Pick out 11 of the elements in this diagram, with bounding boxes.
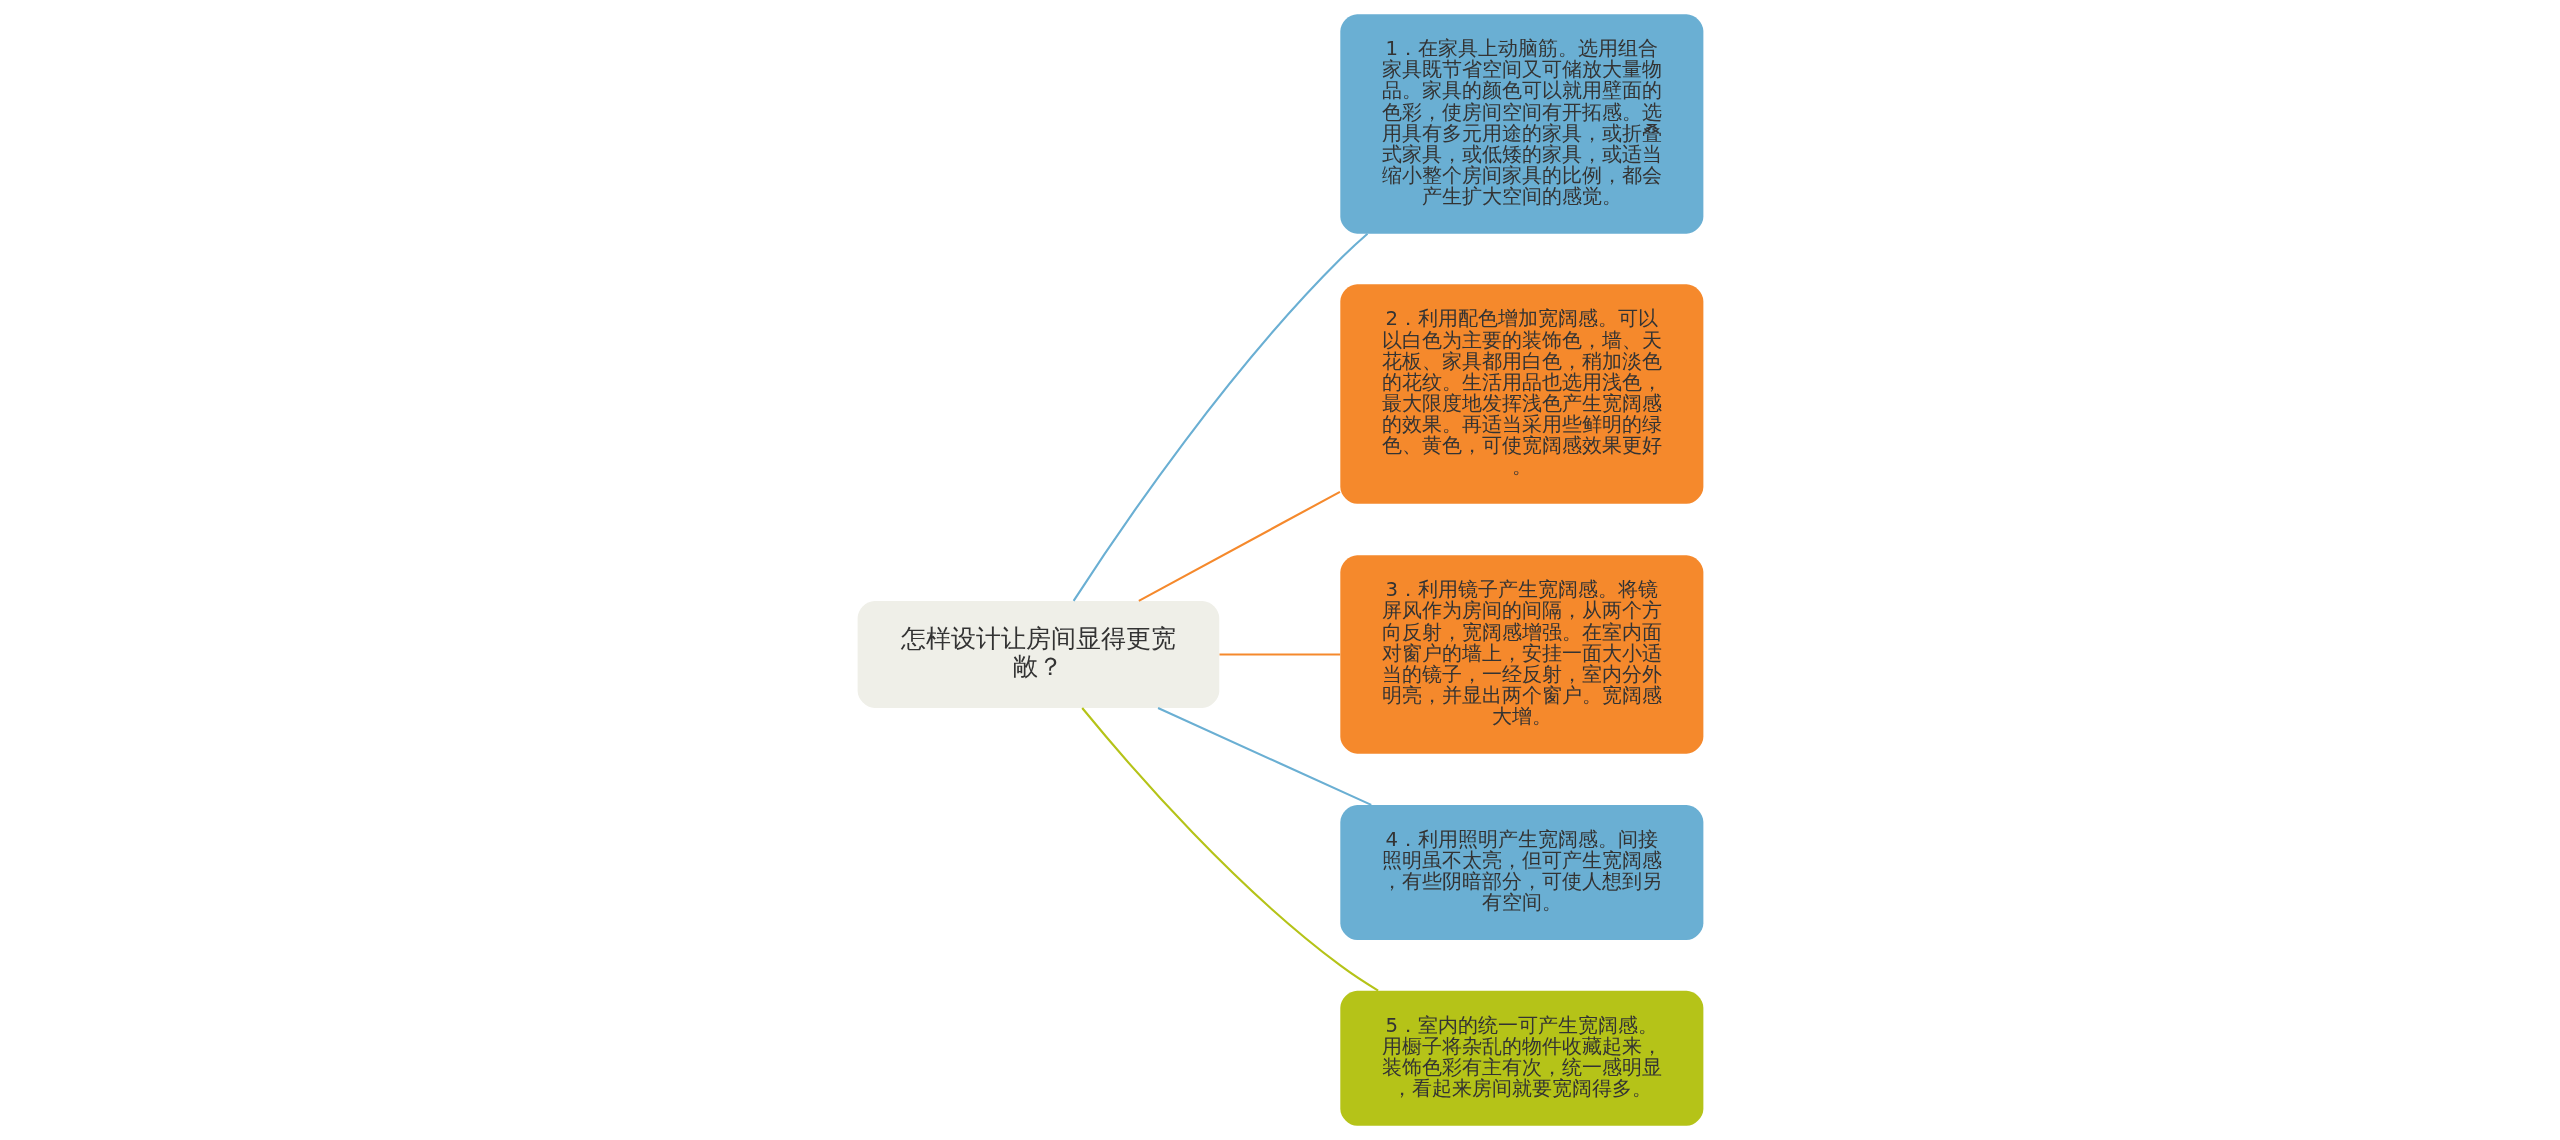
node-box: 2．利用配色增加宽阔感。可以以白色为主要的装饰色，墙、天花板、家具都用白色，稍加淡色的花纹。生活用品也选用浅色，最大限度地发挥浅色产生宽阔感的效果。再适当采用些鲜明的绿色、黄色，可使宽阔感效果更好。: [1339, 284, 1703, 504]
connector: [1137, 490, 1340, 602]
node-box: 怎样设计让房间显得更宽敞？: [857, 600, 1219, 708]
node-box: 1．在家具上动脑筋。选用组合家具既节省空间又可储放大量物品。家具的颜色可以就用壁面的色彩，使房间空间有开拓感。选用具有多元用途的家具，或折叠式家具，或低矮的家具，或适当缩小整个房间家具的比例，都会产生扩大空间的感觉。: [1339, 14, 1703, 234]
node-box: 5．室内的统一可产生宽阔感。用橱子将杂乱的物件收藏起来，装饰色彩有主有次，统一感明显，看起来房间就要宽阔得多。: [1339, 990, 1703, 1126]
connector: [1219, 653, 1340, 656]
connector: [1080, 707, 1379, 992]
connector: [1157, 707, 1372, 806]
connector: [1072, 232, 1368, 602]
node-box: 3．利用镜子产生宽阔感。将镜屏风作为房间的间隔，从两个方向反射，宽阔感增强。在室内面对窗户的墙上，安挂一面大小适当的镜子，一经反射，室内分外明亮，并显出两个窗户。宽阔感大增。: [1339, 555, 1703, 754]
node-box: 4．利用照明产生宽阔感。间接照明虽不太亮，但可产生宽阔感，有些阴暗部分，可使人想到另有空间。: [1339, 805, 1703, 941]
